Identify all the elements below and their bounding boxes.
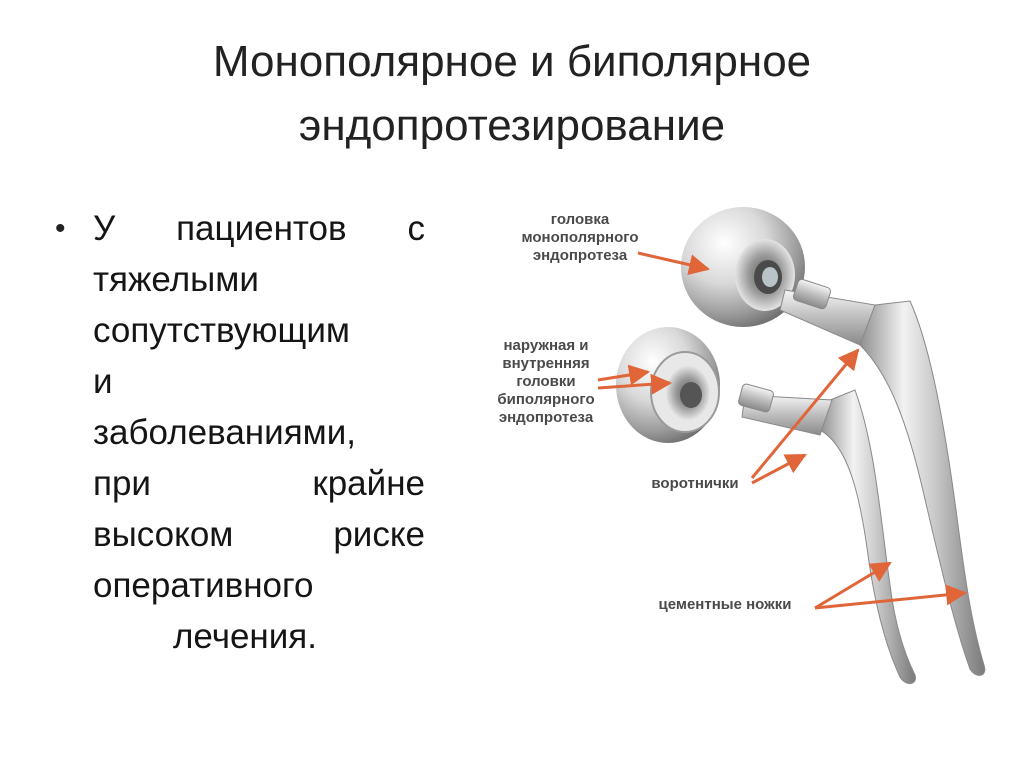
label-line: эндопротеза xyxy=(498,409,594,426)
label-cement-stems: цементные ножки xyxy=(658,596,792,613)
label-monopolar-head: головка монополярного эндопротеза xyxy=(510,211,650,265)
bipolar-head xyxy=(616,327,720,443)
slide-title: Монополярное и биполярное эндопротезиров… xyxy=(0,30,1024,158)
bullet-word: высоком xyxy=(93,515,234,554)
endoprosthesis-figure: головка монополярного эндопротеза наружн… xyxy=(480,195,1010,695)
bullet-word: при xyxy=(93,464,151,503)
label-line: эндопротеза xyxy=(532,247,628,264)
bullet-line-3: сопутствующим xyxy=(93,311,350,350)
bullet-word: с xyxy=(407,209,426,248)
label-line: монополярного xyxy=(521,229,639,246)
bullet-line-6: при крайне xyxy=(55,458,425,509)
label-arrows xyxy=(597,251,968,610)
label-bipolar-head: наружная и внутренняя головки биполярног… xyxy=(480,337,612,427)
bullet-line-1: • У пациентов с xyxy=(55,203,425,254)
label-line: головки xyxy=(516,373,576,390)
label-line: внутренняя xyxy=(502,355,590,372)
title-line-1: Монополярное и биполярное xyxy=(212,37,812,86)
monopolar-stem xyxy=(779,278,986,676)
bullet-word: У xyxy=(93,209,116,248)
label-collars: воротнички xyxy=(651,475,739,492)
bullet-word: риске xyxy=(333,515,425,554)
label-line: биполярного xyxy=(497,391,595,408)
bullet-line-9: лечения. xyxy=(173,617,317,656)
bullet-dot-icon: • xyxy=(55,212,66,245)
monopolar-head xyxy=(681,207,805,327)
label-line: наружная и xyxy=(503,337,589,354)
endoprosthesis-illustration xyxy=(597,207,986,684)
bullet-line-8: оперативного xyxy=(93,566,314,605)
bipolar-stem xyxy=(738,383,916,684)
bullet-line-7: высоком риске xyxy=(55,509,425,560)
title-line-2: эндопротезирование xyxy=(298,101,726,150)
bullet-line-5: заболеваниями, xyxy=(93,413,356,452)
bullet-line-4: и xyxy=(93,362,113,401)
bullet-list: • У пациентов с тяжелыми сопутствующим и… xyxy=(55,203,425,662)
bullet-word: пациентов xyxy=(176,209,347,248)
bullet-line-2: тяжелыми xyxy=(93,260,259,299)
bullet-word: крайне xyxy=(312,464,425,503)
label-line: головка xyxy=(550,211,610,228)
